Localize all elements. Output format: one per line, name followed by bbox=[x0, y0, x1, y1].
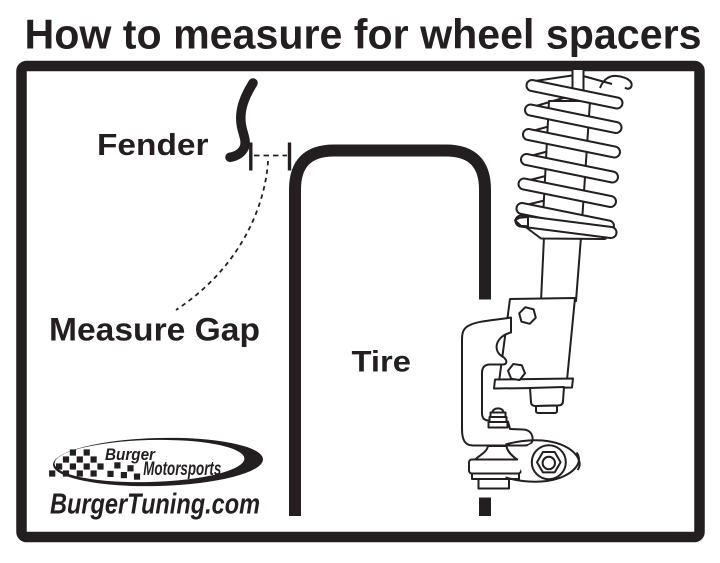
svg-text:Fender: Fender bbox=[97, 127, 209, 162]
svg-text:How to measure for wheel space: How to measure for wheel spacers bbox=[25, 11, 702, 58]
svg-text:Motorsports: Motorsports bbox=[143, 459, 221, 480]
svg-text:Tire: Tire bbox=[352, 345, 412, 378]
svg-text:BurgerTuning.com: BurgerTuning.com bbox=[50, 488, 260, 520]
svg-text:Burger: Burger bbox=[105, 445, 156, 464]
svg-text:Measure Gap: Measure Gap bbox=[49, 312, 260, 348]
